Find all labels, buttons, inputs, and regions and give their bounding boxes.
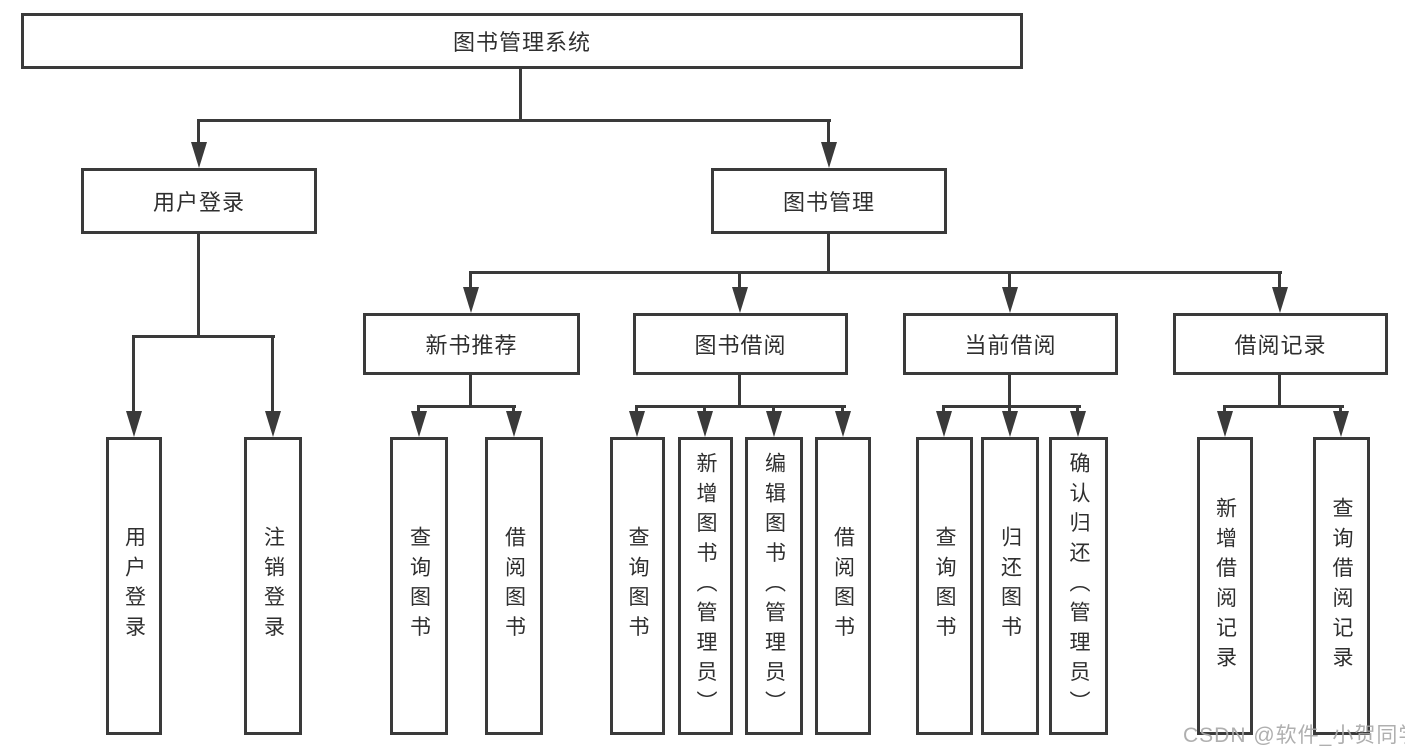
connector-root-stub-line bbox=[519, 69, 522, 121]
leaf-user-login-label: 用户登录 bbox=[122, 526, 146, 646]
arrowhead-to-leaf-add-books bbox=[697, 411, 713, 437]
leaf-add-borrow-record-label: 新增借阅记录 bbox=[1213, 496, 1237, 676]
arrowhead-to-leaf-query-books-3 bbox=[936, 411, 952, 437]
leaf-return-books: 归还图书 bbox=[981, 437, 1039, 735]
arrowhead-to-leaf-add-record bbox=[1217, 411, 1233, 437]
connector-book-management-stub-line bbox=[827, 234, 830, 274]
connector-to-current-borrowing-line bbox=[1008, 271, 1011, 295]
leaf-borrow-books-2: 借阅图书 bbox=[815, 437, 871, 735]
node-borrowing-records: 借阅记录 bbox=[1173, 313, 1388, 375]
leaf-query-borrow-record-label: 查询借阅记录 bbox=[1330, 496, 1353, 676]
connector-to-book-borrowing-line bbox=[738, 271, 741, 295]
arrowhead-to-leaf-borrow-books-1 bbox=[506, 411, 522, 437]
connector-book-borrowing-stub-line bbox=[738, 375, 741, 408]
connector-to-book-management-line bbox=[827, 119, 830, 151]
arrowhead-to-leaf-query-books-2 bbox=[629, 411, 645, 437]
connector-user-login-stub-line bbox=[197, 234, 200, 338]
node-book-borrowing: 图书借阅 bbox=[633, 313, 848, 375]
leaf-add-books-admin-label: 新增图书（管理员） bbox=[694, 451, 717, 721]
arrowhead-to-leaf-user-login bbox=[126, 411, 142, 437]
node-library-management-system: 图书管理系统 bbox=[21, 13, 1023, 69]
leaf-logout-label: 注销登录 bbox=[261, 526, 285, 646]
connector-root-hline bbox=[197, 119, 831, 122]
leaf-query-books-2: 查询图书 bbox=[610, 437, 665, 735]
connector-user-login-hline bbox=[132, 335, 275, 338]
leaf-edit-books-admin-label: 编辑图书（管理员） bbox=[762, 451, 786, 721]
connector-to-borrowing-records-line bbox=[1278, 271, 1281, 295]
leaf-confirm-return-admin-label: 确认归还（管理员） bbox=[1067, 451, 1090, 721]
arrowhead-to-book-borrowing bbox=[732, 287, 748, 313]
arrowhead-to-leaf-query-record bbox=[1333, 411, 1349, 437]
leaf-borrow-books-2-label: 借阅图书 bbox=[831, 526, 855, 646]
leaf-query-books-3-label: 查询图书 bbox=[933, 526, 956, 646]
leaf-query-books-3: 查询图书 bbox=[916, 437, 973, 735]
arrowhead-to-leaf-return-books bbox=[1002, 411, 1018, 437]
leaf-return-books-label: 归还图书 bbox=[998, 526, 1022, 646]
arrowhead-to-leaf-logout bbox=[265, 411, 281, 437]
leaf-add-borrow-record: 新增借阅记录 bbox=[1197, 437, 1253, 735]
connector-book-management-hline bbox=[469, 271, 1282, 274]
connector-current-borrowing-stub-line bbox=[1008, 375, 1011, 408]
arrowhead-to-current-borrowing bbox=[1002, 287, 1018, 313]
connector-book-borrowing-hline bbox=[635, 405, 846, 408]
node-new-book-recommendation: 新书推荐 bbox=[363, 313, 580, 375]
leaf-query-books-1: 查询图书 bbox=[390, 437, 448, 735]
node-book-management: 图书管理 bbox=[711, 168, 947, 234]
leaf-query-books-2-label: 查询图书 bbox=[626, 526, 649, 646]
leaf-add-books-admin: 新增图书（管理员） bbox=[678, 437, 733, 735]
connector-to-leaf-user-login-line bbox=[132, 335, 135, 417]
connector-new-book-stub-line bbox=[469, 375, 472, 408]
leaf-logout: 注销登录 bbox=[244, 437, 302, 735]
connector-current-borrowing-hline bbox=[942, 405, 1081, 408]
connector-to-leaf-logout-line bbox=[271, 335, 274, 417]
arrowhead-to-borrowing-records bbox=[1272, 287, 1288, 313]
csdn-watermark: CSDN @软件_小贺同学 bbox=[1183, 724, 1405, 747]
leaf-borrow-books-1: 借阅图书 bbox=[485, 437, 543, 735]
arrowhead-to-leaf-edit-books bbox=[766, 411, 782, 437]
arrowhead-to-book-management bbox=[821, 142, 837, 168]
leaf-edit-books-admin: 编辑图书（管理员） bbox=[745, 437, 803, 735]
connector-borrowing-records-hline bbox=[1223, 405, 1344, 408]
connector-to-new-book-line bbox=[469, 271, 472, 295]
leaf-query-borrow-record: 查询借阅记录 bbox=[1313, 437, 1370, 735]
leaf-confirm-return-admin: 确认归还（管理员） bbox=[1049, 437, 1108, 735]
arrowhead-to-leaf-query-books-1 bbox=[411, 411, 427, 437]
arrowhead-to-new-book bbox=[463, 287, 479, 313]
node-current-borrowing: 当前借阅 bbox=[903, 313, 1118, 375]
arrowhead-to-leaf-borrow-books-2 bbox=[835, 411, 851, 437]
leaf-user-login: 用户登录 bbox=[106, 437, 162, 735]
leaf-borrow-books-1-label: 借阅图书 bbox=[502, 526, 526, 646]
arrowhead-to-leaf-confirm-return bbox=[1070, 411, 1086, 437]
leaf-query-books-1-label: 查询图书 bbox=[407, 526, 431, 646]
connector-to-user-login-line bbox=[197, 119, 200, 151]
node-user-login: 用户登录 bbox=[81, 168, 317, 234]
arrowhead-to-user-login bbox=[191, 142, 207, 168]
connector-new-book-hline bbox=[417, 405, 516, 408]
connector-borrowing-records-stub-line bbox=[1278, 375, 1281, 408]
